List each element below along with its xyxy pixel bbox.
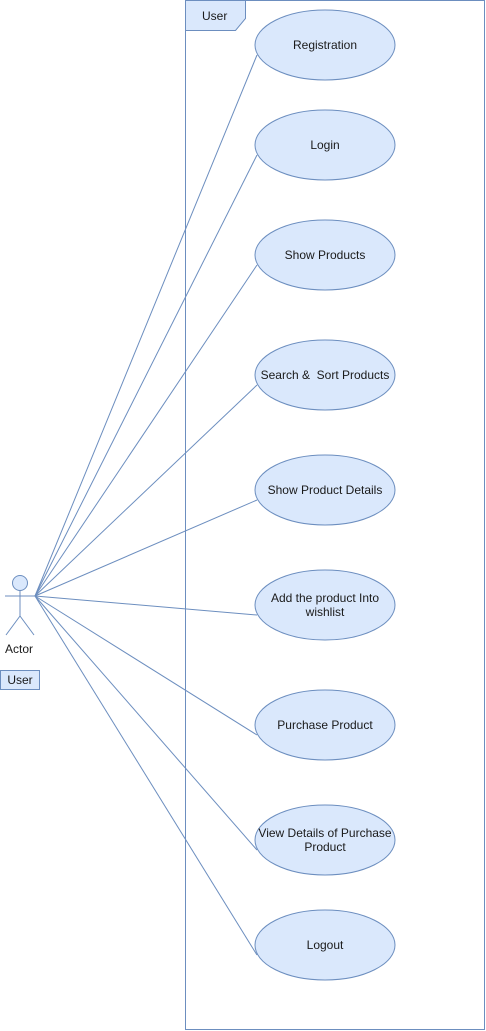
association-line — [34, 54, 258, 597]
use-case-label: Show Product Details — [268, 483, 383, 497]
association-line — [34, 595, 258, 851]
association-line — [34, 499, 258, 597]
use-case-ellipse — [254, 909, 396, 981]
use-case: Show Product Details — [254, 454, 396, 526]
association-line — [34, 595, 258, 616]
association-line — [34, 384, 258, 597]
actor: Actor User — [0, 575, 40, 690]
association-line — [34, 264, 258, 597]
association-lines — [34, 54, 258, 956]
actor-name: Actor — [5, 642, 33, 656]
use-case-ellipse — [254, 804, 396, 876]
use-case: Search & Sort Products — [254, 339, 396, 411]
use-case: Login — [254, 109, 396, 181]
use-case-ellipse — [254, 109, 396, 181]
use-case-ellipse — [254, 569, 396, 641]
use-case-label: Logout — [307, 938, 344, 952]
use-case-label: View Details of Purchase — [258, 826, 392, 840]
use-case-label: Product — [304, 840, 346, 854]
use-case: Registration — [254, 9, 396, 81]
use-case-ellipse — [254, 454, 396, 526]
use-case-ellipse — [254, 9, 396, 81]
system-title: User — [202, 9, 227, 23]
association-line — [34, 595, 258, 956]
use-case-ellipse — [254, 689, 396, 761]
use-case-label: Purchase Product — [277, 718, 373, 732]
use-case-label: Add the product Into — [271, 591, 379, 605]
use-case-label: Login — [310, 138, 339, 152]
actor-tag-box — [0, 670, 40, 690]
use-case-label: Registration — [293, 38, 357, 52]
actor-tag: User — [7, 673, 32, 687]
system-title-tab — [185, 0, 246, 31]
use-case-label: wishlist — [305, 605, 345, 619]
use-case: Logout — [254, 909, 396, 981]
use-case: Purchase Product — [254, 689, 396, 761]
actor-head — [12, 575, 28, 591]
actor-right-leg — [19, 615, 35, 636]
use-case-label: Show Products — [285, 248, 366, 262]
use-case-ellipse — [254, 339, 396, 411]
association-line — [34, 154, 258, 597]
use-case-ellipse — [254, 219, 396, 291]
use-case: Show Products — [254, 219, 396, 291]
association-line — [34, 595, 258, 736]
use-case-label: Search & Sort Products — [261, 368, 390, 382]
actor-left-leg — [5, 615, 21, 636]
